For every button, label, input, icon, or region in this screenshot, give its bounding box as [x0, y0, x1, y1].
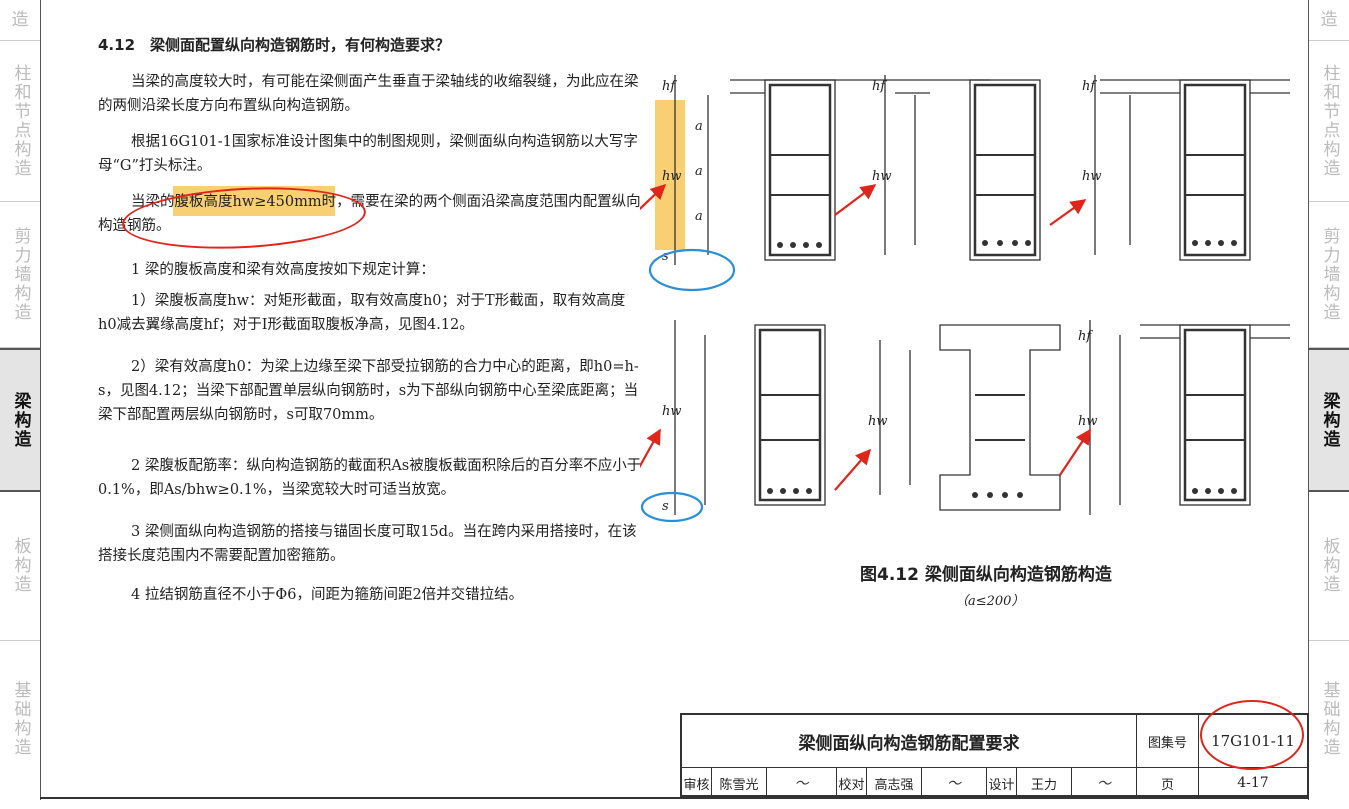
paragraph-2: 根据16G101-1国家标准设计图集中的制图规则，梁侧面纵向构造钢筋以大写字母“… — [98, 134, 638, 174]
label-hw-2: hw — [872, 169, 892, 184]
atlas-label-cell: 图集号 — [1137, 715, 1199, 767]
design-label: 设计 — [987, 768, 1017, 798]
review-label: 审核 — [682, 768, 712, 798]
figure-subcaption: （a≤200） — [955, 594, 1025, 609]
paragraph-6: 2）梁有效高度h0：为梁上边缘至梁下部受拉钢筋的合力中心的距离，即h0=h-s，… — [98, 359, 639, 423]
label-hf-2: hf — [872, 79, 887, 94]
label-hw-3: hw — [1082, 169, 1102, 184]
paragraph-9: 4 拉结钢筋直径不小于Φ6，间距为箍筋间距2倍并交错拉结。 — [131, 587, 524, 603]
label-hf-4: hf — [1078, 329, 1093, 344]
design-name: 王力 — [1017, 768, 1072, 798]
paragraph-4: 1 梁的腹板高度和梁有效高度按如下规定计算： — [131, 262, 435, 278]
drawing-title: 梁侧面纵向构造钢筋配置要求 — [798, 733, 1020, 754]
chapter-tab-slab-right[interactable]: 板构造 — [1309, 490, 1349, 641]
label-s: s — [662, 249, 669, 264]
chapter-tab-prev[interactable]: 造 — [0, 0, 40, 41]
blue-ellipse-2 — [640, 491, 704, 523]
review-name: 陈雪光 — [712, 768, 767, 798]
red-arrow-1 — [640, 183, 667, 211]
hw-highlight — [655, 100, 685, 250]
right-chapter-tabs: 造 柱和节点构造 剪力墙构造 梁构造 板构造 基础构造 — [1308, 0, 1349, 800]
label-hw-5: hw — [868, 414, 888, 429]
paragraph-1: 当梁的高度较大时，有可能在梁侧面产生垂直于梁轴线的收缩裂缝，为此应在梁的两侧沿梁… — [98, 74, 639, 114]
label-hw: hw — [662, 169, 682, 184]
left-chapter-tabs: 造 柱和节点构造 剪力墙构造 梁构造 板构造 基础构造 — [0, 0, 41, 800]
title-cell: 梁侧面纵向构造钢筋配置要求 — [682, 715, 1137, 767]
text-highlight — [173, 186, 335, 216]
red-arrow-6 — [1059, 428, 1091, 476]
blue-ellipse-1 — [648, 248, 736, 292]
red-arrow-3 — [1049, 199, 1087, 226]
red-arrow-2 — [834, 184, 877, 216]
atlas-label: 图集号 — [1147, 735, 1187, 751]
paragraph-7: 2 梁腹板配筋率：纵向构造钢筋的截面积As被腹板截面积除后的百分率不应小于0.1… — [98, 458, 642, 498]
chapter-tab-shearwall[interactable]: 剪力墙构造 — [0, 202, 40, 348]
red-arrow-4 — [640, 428, 661, 469]
label-hw-6: hw — [1078, 414, 1098, 429]
red-arrow-5 — [834, 448, 872, 491]
beam-section-figure: hf hw a a a s hf hw hf hw hw s hw hf hw — [640, 75, 1290, 523]
figure-caption: 图4.12 梁侧面纵向构造钢筋构造 — [860, 565, 1112, 585]
signature-row: 审核 陈雪光 〜 校对 高志强 〜 设计 王力 〜 页 4-17 — [682, 767, 1307, 798]
check-label: 校对 — [837, 768, 867, 798]
label-s-2: s — [662, 499, 669, 514]
chapter-tab-column[interactable]: 柱和节点构造 — [0, 41, 40, 202]
check-signature: 〜 — [922, 768, 987, 798]
label-hf-3: hf — [1082, 79, 1097, 94]
paragraph-5: 1）梁腹板高度hw：对矩形截面，取有效高度h0；对于T形截面，取有效高度h0减去… — [98, 293, 626, 333]
review-signature: 〜 — [767, 768, 837, 798]
section-heading: 4.12 梁侧面配置纵向构造钢筋时，有何构造要求？ — [98, 36, 451, 54]
label-a-1: a — [695, 119, 703, 134]
bottom-frame-line — [40, 797, 1309, 799]
design-signature: 〜 — [1072, 768, 1137, 798]
chapter-tab-slab[interactable]: 板构造 — [0, 490, 40, 641]
label-hf: hf — [662, 79, 677, 94]
chapter-tab-beam-right[interactable]: 梁构造 — [1309, 348, 1349, 492]
red-ellipse-atlas — [1200, 700, 1304, 770]
page-label: 页 — [1137, 768, 1199, 798]
chapter-tab-column-right[interactable]: 柱和节点构造 — [1309, 41, 1349, 202]
check-name: 高志强 — [867, 768, 922, 798]
paragraph-8: 3 梁侧面纵向构造钢筋的搭接与锚固长度可取15d。当在跨内采用搭接时，在该搭接长… — [98, 524, 637, 564]
label-a-3: a — [695, 209, 703, 224]
chapter-tab-prev-right[interactable]: 造 — [1309, 0, 1349, 41]
page-number: 4-17 — [1237, 775, 1269, 791]
label-a-2: a — [695, 164, 703, 179]
chapter-tab-foundation[interactable]: 基础构造 — [10, 681, 31, 757]
label-hw-4: hw — [662, 404, 682, 419]
chapter-tab-foundation-right[interactable]: 基础构造 — [1319, 681, 1340, 757]
chapter-tab-beam[interactable]: 梁构造 — [0, 348, 40, 492]
chapter-tab-shearwall-right[interactable]: 剪力墙构造 — [1309, 202, 1349, 348]
paragraph-3: 当梁的腹板高度hw≥450mm时，需要在梁的两个侧面沿梁高度范围内配置纵向构造钢… — [98, 194, 641, 234]
